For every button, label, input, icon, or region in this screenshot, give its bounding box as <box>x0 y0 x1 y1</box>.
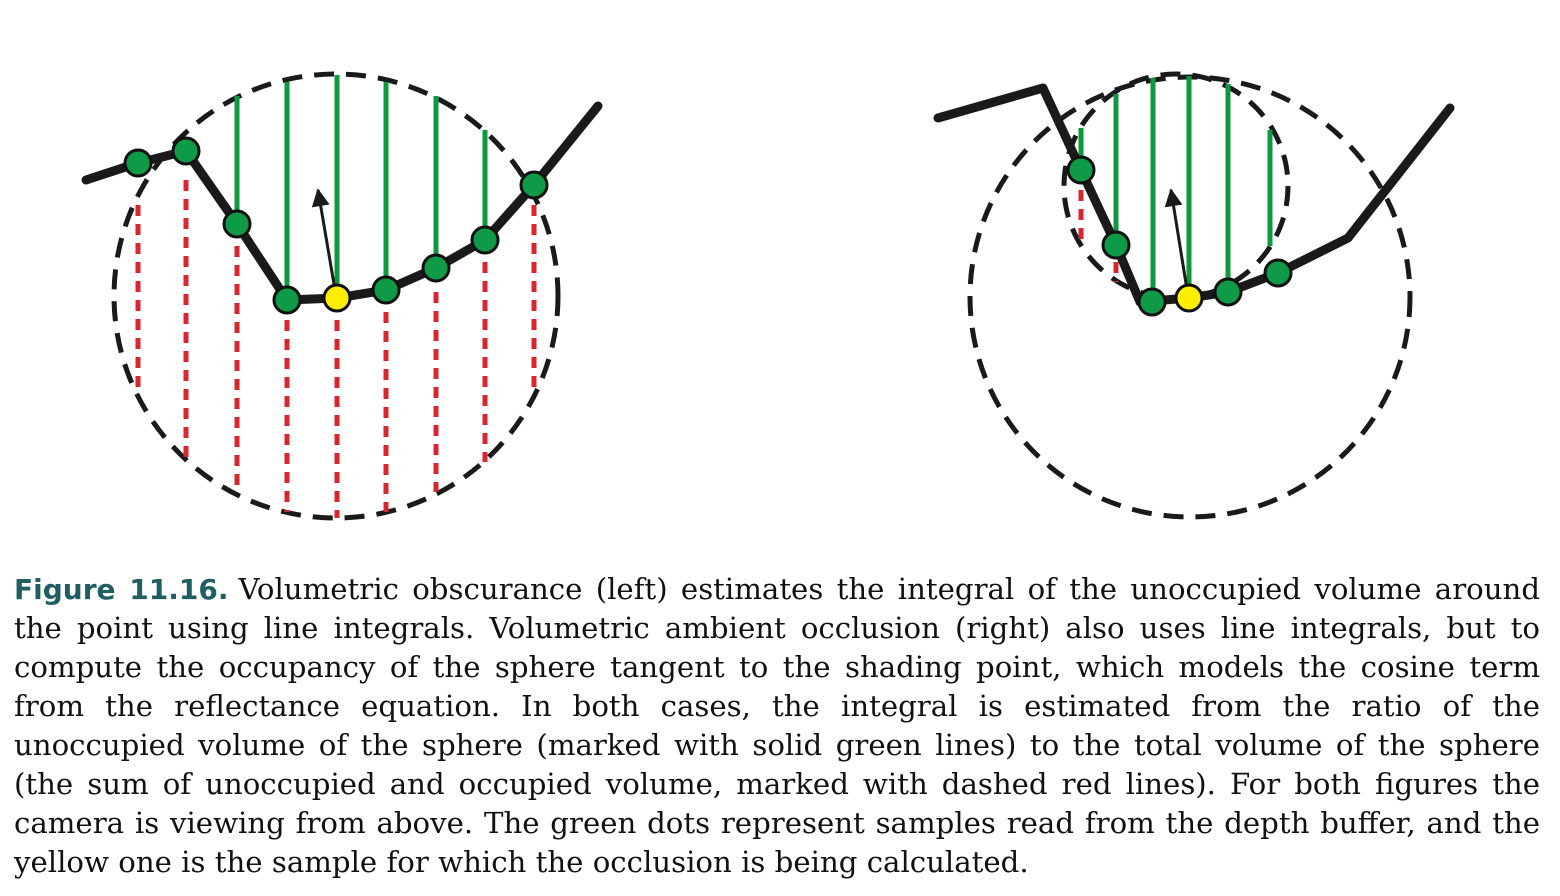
figure-caption: Figure 11.16.Volumetric obscurance (left… <box>14 570 1540 882</box>
sampling-sphere <box>111 71 561 521</box>
sample-dot <box>123 148 153 178</box>
normal-arrow <box>311 188 338 297</box>
caption-label: Figure 11.16. <box>14 573 229 606</box>
caption-text: Volumetric obscurance (left) estimates t… <box>14 572 1541 879</box>
normal-arrow <box>1164 188 1190 297</box>
sample-dot <box>171 136 201 166</box>
sample-dot <box>1066 155 1096 185</box>
depth-samples <box>1066 155 1293 317</box>
sample-dot <box>1213 277 1243 307</box>
shading-point-dot <box>1174 283 1204 313</box>
occupied-lines <box>1078 190 1119 282</box>
depth-surface <box>81 101 603 305</box>
unoccupied-lines <box>1078 76 1273 302</box>
figure-diagram <box>81 71 1455 521</box>
sample-dot <box>1137 287 1167 317</box>
sample-dot <box>470 225 500 255</box>
sample-dot <box>371 275 401 305</box>
sample-dot <box>1101 230 1131 260</box>
unoccupied-lines <box>234 75 488 300</box>
shading-point-dot <box>322 283 352 313</box>
sample-dot <box>222 209 252 239</box>
sample-dot <box>1263 258 1293 288</box>
occupied-lines <box>135 180 537 518</box>
sample-dot <box>272 285 302 315</box>
left-panel-volumetric-obscurance <box>81 71 603 521</box>
sample-dot <box>519 170 549 200</box>
tangent-sphere <box>1061 71 1291 301</box>
right-panel-volumetric-ambient-occlusion <box>933 71 1455 520</box>
depth-surface <box>933 83 1455 307</box>
depth-samples <box>123 136 549 315</box>
sample-dot <box>421 253 451 283</box>
